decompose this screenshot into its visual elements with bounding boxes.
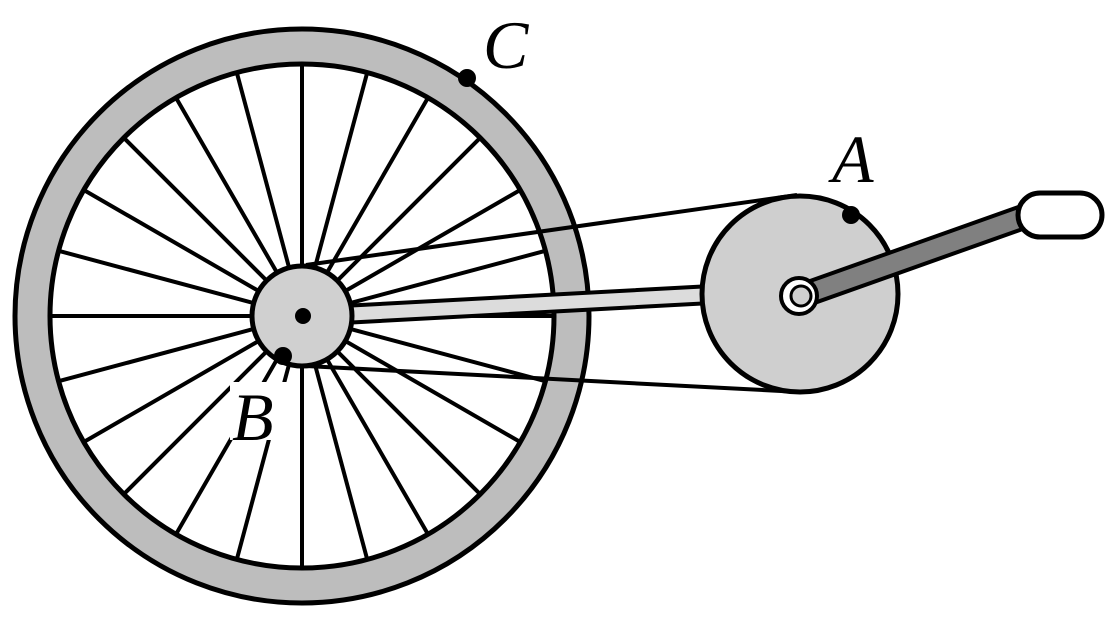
crank	[779, 190, 1105, 316]
point-a-marker	[842, 206, 860, 224]
spoke	[82, 188, 262, 294]
spoke	[324, 96, 430, 276]
chain-upper-run	[305, 193, 798, 267]
spoke	[342, 188, 522, 294]
label-a: A	[828, 121, 874, 197]
label-c: C	[483, 7, 529, 83]
spoke	[312, 361, 370, 560]
chain-lower-run	[305, 364, 801, 394]
label-b: B	[232, 379, 274, 455]
spoke	[342, 338, 522, 444]
chain	[305, 193, 801, 394]
pedal	[1015, 190, 1105, 240]
point-b-marker	[274, 347, 292, 365]
spoke	[312, 72, 370, 271]
crank-axle-bolt	[789, 284, 813, 308]
spoke	[58, 326, 257, 384]
spoke	[122, 348, 270, 496]
point-c-marker	[458, 69, 476, 87]
spoke	[324, 356, 430, 536]
spoke	[334, 348, 482, 496]
spoke	[234, 72, 292, 271]
spoke	[58, 248, 257, 306]
spoke	[347, 326, 546, 384]
spokes	[50, 64, 554, 568]
spoke	[122, 136, 270, 284]
rear-axle	[295, 308, 311, 324]
spoke	[82, 338, 262, 444]
spoke	[174, 96, 280, 276]
spoke	[347, 248, 546, 306]
label-b-background	[230, 382, 288, 440]
